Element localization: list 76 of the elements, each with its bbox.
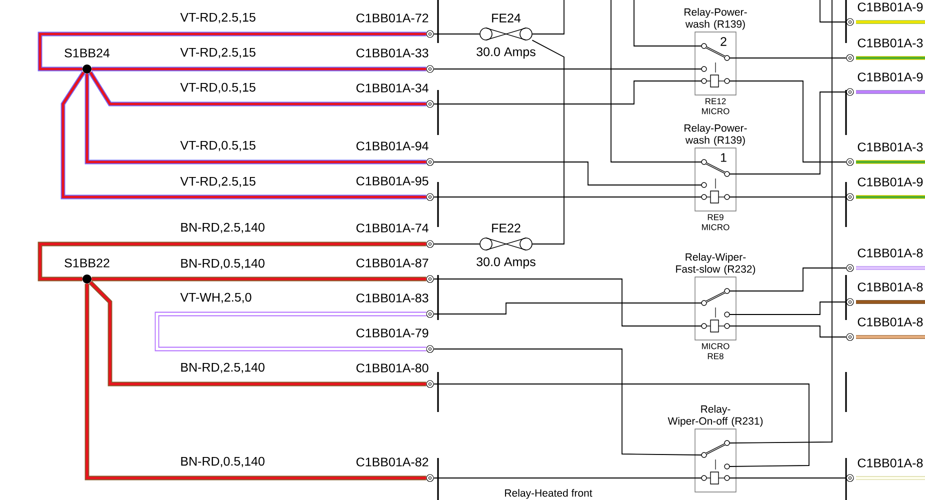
wire: [433, 348, 702, 456]
pin-label: C1BB01A-8: [858, 318, 923, 326]
wire: [729, 80, 847, 162]
wire: [610, 0, 702, 162]
wire-label: VT-RD,0.5,15: [180, 140, 256, 152]
relay-part-label: MICRO RE8: [702, 343, 730, 360]
fuse-label: FE22: [492, 224, 520, 232]
wire: [820, 0, 847, 22]
relay-label: Relay-Heated front: [505, 489, 592, 499]
splice-label: S1BB22: [64, 258, 110, 268]
pin-label: C1BB01A-83: [356, 294, 428, 302]
relay-label: Relay-Wiper-On-off (R231): [668, 405, 763, 427]
pin-label: C1BB01A-3: [858, 142, 923, 152]
pin-label: C1BB01A-9: [858, 72, 923, 82]
wire: [92, 66, 426, 72]
rating-label: 30.0 Amps: [476, 47, 536, 59]
relay-number: 1: [721, 153, 726, 162]
wire-label: BN-RD,0.5,140: [181, 456, 264, 468]
wire: [729, 0, 832, 444]
wire: [154, 312, 426, 352]
relay-label: Relay-Power-wash (R139): [684, 124, 747, 146]
wire: [729, 92, 847, 174]
wire: [729, 326, 847, 338]
wire: [88, 280, 426, 386]
wire: [729, 302, 847, 315]
splice-label: S1BB24: [64, 48, 110, 58]
pin-label: C1BB01A-8: [858, 282, 923, 292]
wire: [532, 0, 564, 34]
relay-label: Relay-Wiper-Fast-slow (R232): [676, 253, 756, 275]
relay-number: 2: [720, 37, 726, 46]
wire: [60, 71, 426, 200]
pin-label: C1BB01A-82: [356, 458, 428, 466]
wire: [532, 40, 564, 244]
pin-label: C1BB01A-80: [356, 364, 428, 372]
wire: [88, 71, 426, 106]
wire: [433, 196, 702, 198]
wire: [84, 284, 426, 480]
relay-part-label: RE9 MICRO: [702, 214, 730, 230]
wire-label: VT-RD,2.5,15: [180, 48, 256, 58]
pin-label: C1BB01A-8: [858, 248, 923, 258]
pin-label: C1BB01A-94: [356, 142, 428, 150]
wire: [38, 242, 426, 282]
wire: [84, 74, 426, 164]
relay-part-label: RE12 MICRO: [702, 98, 730, 114]
pin-label: C1BB01A-74: [356, 224, 428, 232]
wire: [92, 276, 426, 282]
fuse-label: FE24: [492, 14, 521, 22]
wire: [433, 162, 702, 186]
wire-label: VT-RD,2.5,15: [180, 176, 256, 188]
pin-label: C1BB01A-79: [356, 328, 428, 338]
wire-label: VT-RD,0.5,15: [180, 82, 256, 94]
wire: [634, 0, 702, 46]
pin-label: C1BB01A-72: [356, 14, 428, 22]
wire: [38, 32, 426, 72]
relay-label: Relay-Power-wash (R139): [684, 8, 747, 30]
pin-label: C1BB01A-9: [858, 178, 923, 186]
pin-label: C1BB01A-33: [356, 48, 428, 58]
wire: [433, 80, 702, 104]
wire-label: BN-RD,0.5,140: [181, 258, 264, 270]
pin-label: C1BB01A-34: [356, 84, 428, 92]
wire: [433, 302, 702, 314]
wire-label: VT-WH,2.5,0: [180, 292, 252, 304]
wire: [729, 196, 847, 198]
pin-label: C1BB01A-9: [858, 2, 923, 12]
pin-label: C1BB01A-87: [356, 258, 428, 268]
wire-label: VT-RD,2.5,15: [180, 12, 256, 24]
wire: [433, 384, 810, 467]
wire: [433, 278, 702, 326]
pin-label: C1BB01A-95: [356, 176, 428, 186]
pin-label: C1BB01A-8: [858, 458, 923, 468]
wire: [433, 68, 702, 70]
rating-label: 30.0 Amps: [476, 257, 536, 269]
wire: [729, 268, 847, 292]
wire-label: BN-RD,2.5,140: [181, 362, 264, 374]
pin-label: C1BB01A-3: [858, 38, 923, 48]
wire-label: BN-RD,2.5,140: [181, 222, 264, 234]
